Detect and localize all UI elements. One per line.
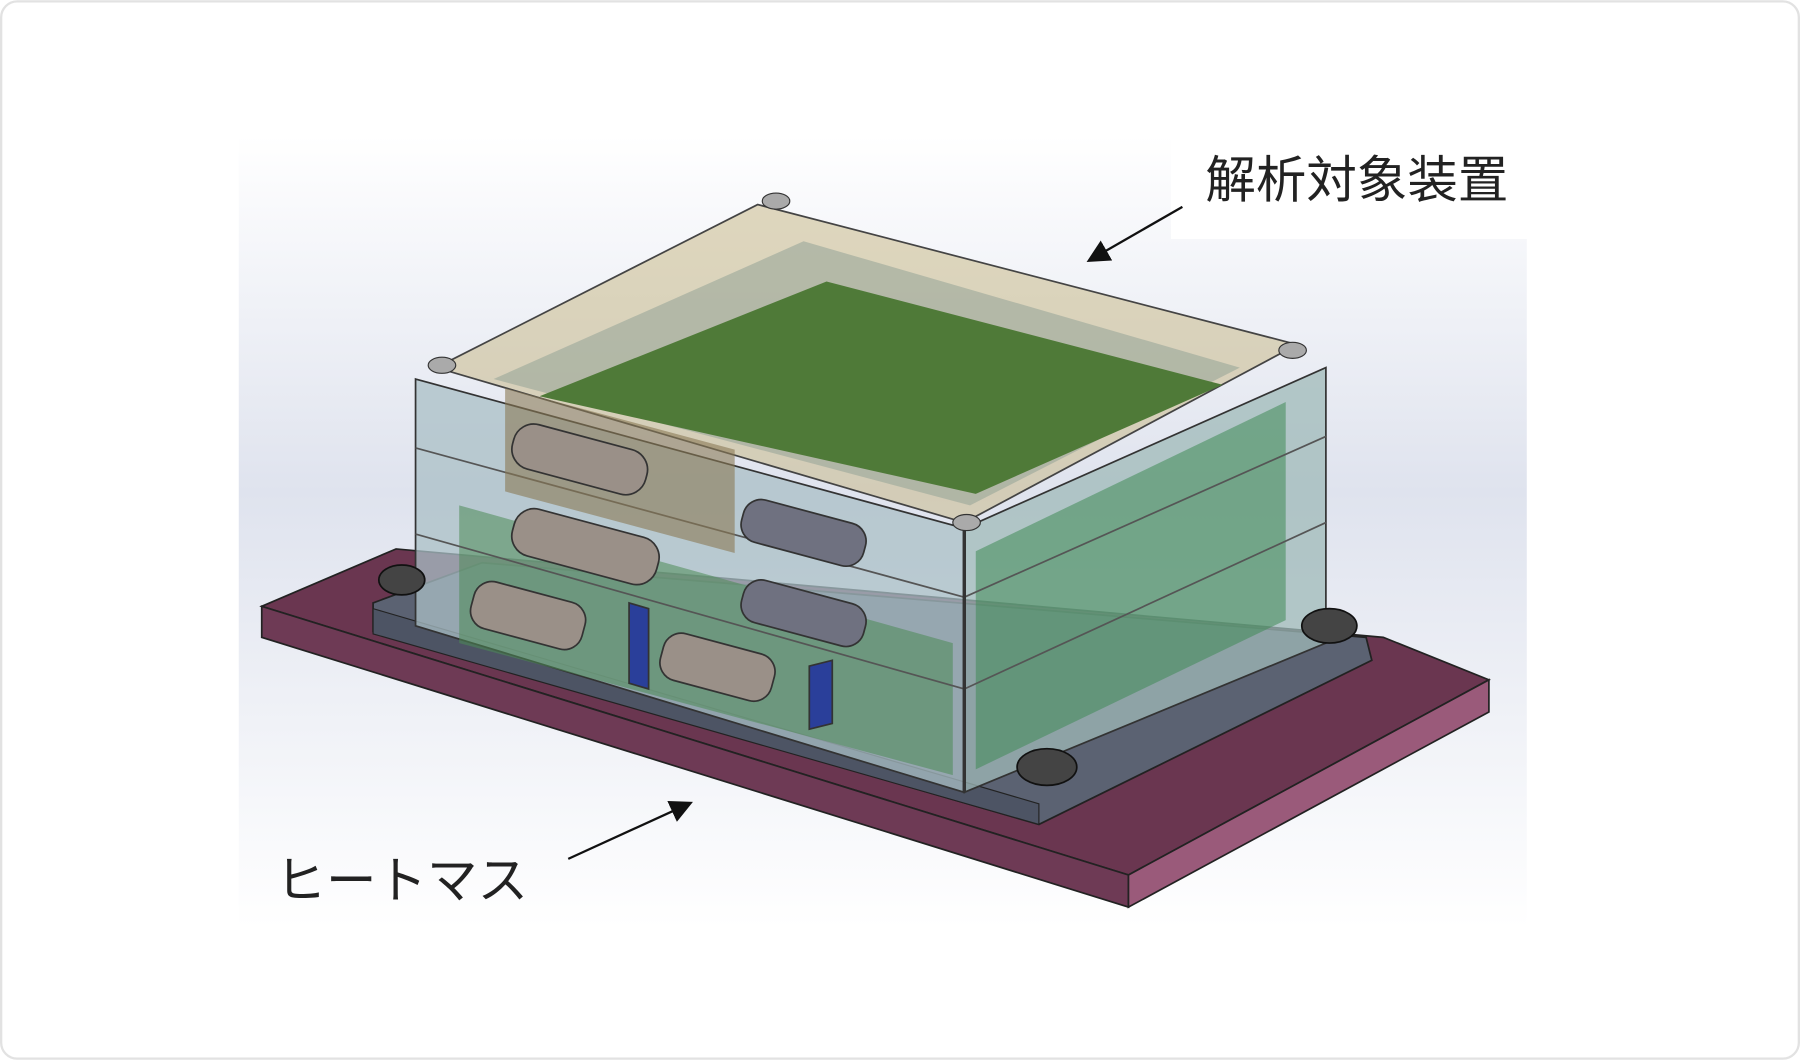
d-sub-connectors xyxy=(469,423,867,731)
heat-mass-arrow xyxy=(567,800,693,860)
label-background xyxy=(1170,126,1539,239)
device-arrow xyxy=(1086,205,1183,262)
lid xyxy=(433,203,1300,553)
standoffs xyxy=(427,192,1307,532)
top-circuit-board xyxy=(539,281,1223,494)
hex-bolts xyxy=(377,564,1358,787)
heat-mass-label: ヒートマス xyxy=(276,851,529,910)
device-label: 解析対象装置 xyxy=(1205,151,1508,210)
